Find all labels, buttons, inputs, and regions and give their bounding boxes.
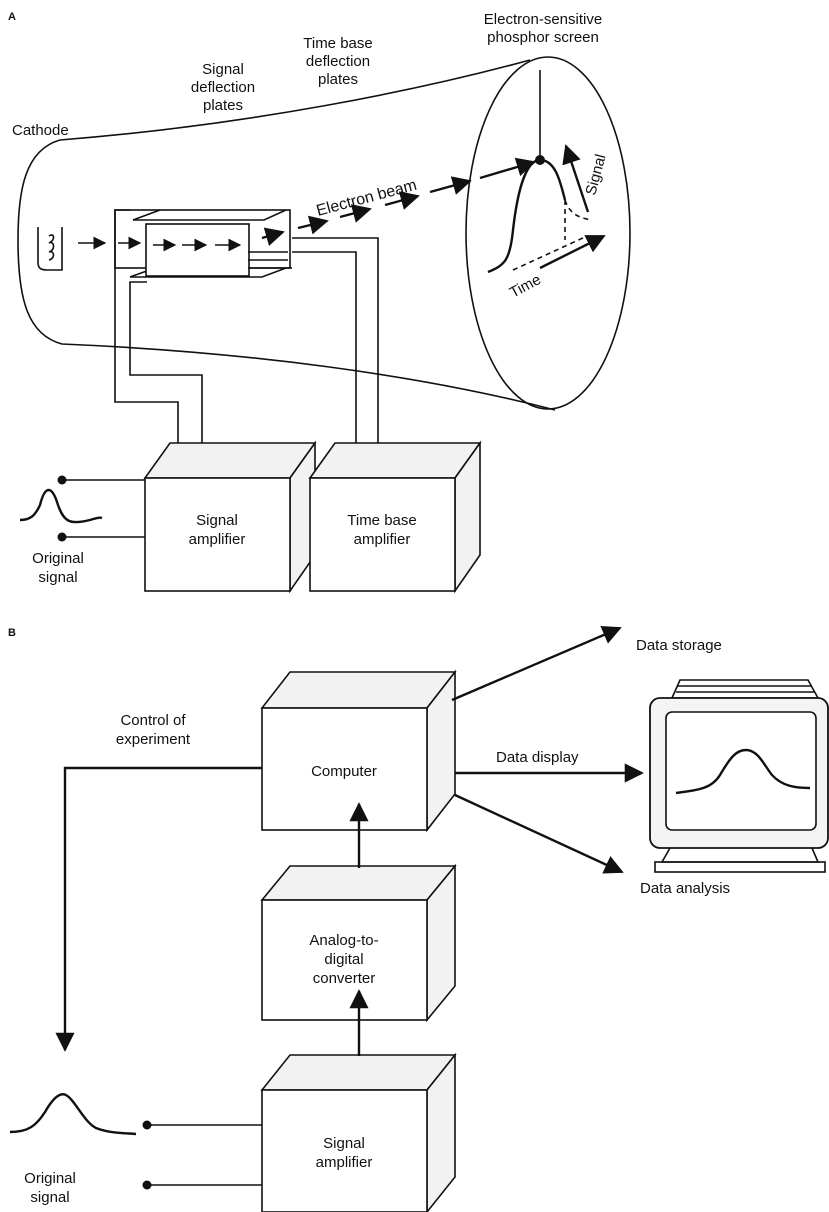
signal-amplifier-box-a [143,440,317,594]
control-path [55,766,262,1052]
time-plates-label-2: deflection [306,53,370,70]
original-signal-input-a [19,475,145,542]
adc-label-1: Analog-to- [309,932,378,949]
computer-label: Computer [311,763,377,780]
screen-label-2: phosphor screen [487,29,599,46]
amplifier-wires [114,209,379,445]
panel-b: B [8,625,829,1212]
data-analysis-arrow [454,793,624,874]
signal-amplifier-box-b [260,1052,457,1212]
screen-trace [487,144,606,274]
original-signal-b-label-2: signal [30,1189,69,1206]
data-display-label: Data display [496,749,579,766]
panel-a-letter: A [8,11,16,23]
data-storage-arrow [451,625,622,702]
time-plates-label-1: Time base [303,35,372,52]
time-base-amplifier-label-2: amplifier [354,531,411,548]
signal-axis-label: Signal [582,152,609,197]
original-signal-a-label-2: signal [38,569,77,586]
time-axis-label: Time [507,271,544,301]
deflection-plates [114,209,292,278]
time-base-amplifier-label-1: Time base [347,512,416,529]
electron-beam [261,157,536,246]
adc-label-3: converter [313,970,376,987]
adc-label-2: digital [324,951,363,968]
data-storage-label: Data storage [636,637,722,654]
data-analysis-label: Data analysis [640,880,730,897]
time-plates-label-3: plates [318,71,358,88]
cathode-label: Cathode [12,122,69,139]
signal-amplifier-a-label-1: Signal [196,512,238,529]
cathode-icon [37,227,63,271]
signal-amplifier-b-label-2: amplifier [316,1154,373,1171]
panel-b-letter: B [8,627,16,639]
control-label-2: experiment [116,731,191,748]
time-axis-arrow [539,234,606,270]
signal-plates-label-2: deflection [191,79,255,96]
signal-axis-arrow [562,144,590,213]
screen-label-1: Electron-sensitive [484,11,602,28]
computer-box [260,669,457,833]
signal-plates-label-3: plates [203,97,243,114]
signal-amplifier-b-label-1: Signal [323,1135,365,1152]
adc-box [260,863,457,1023]
signal-amplifier-a-label-2: amplifier [189,531,246,548]
phosphor-screen [465,56,631,410]
monitor-icon [649,679,829,873]
panel-a: A [8,11,631,594]
original-signal-a-label-1: Original [32,550,84,567]
original-signal-b-label-1: Original [24,1170,76,1187]
time-base-amplifier-box [308,440,482,594]
original-signal-input-b [9,1093,262,1190]
electron-beam-label: Electron beam [315,177,419,220]
control-label-1: Control of [120,712,186,729]
signal-plates-label-1: Signal [202,61,244,78]
crt-tube-outline [17,59,556,411]
